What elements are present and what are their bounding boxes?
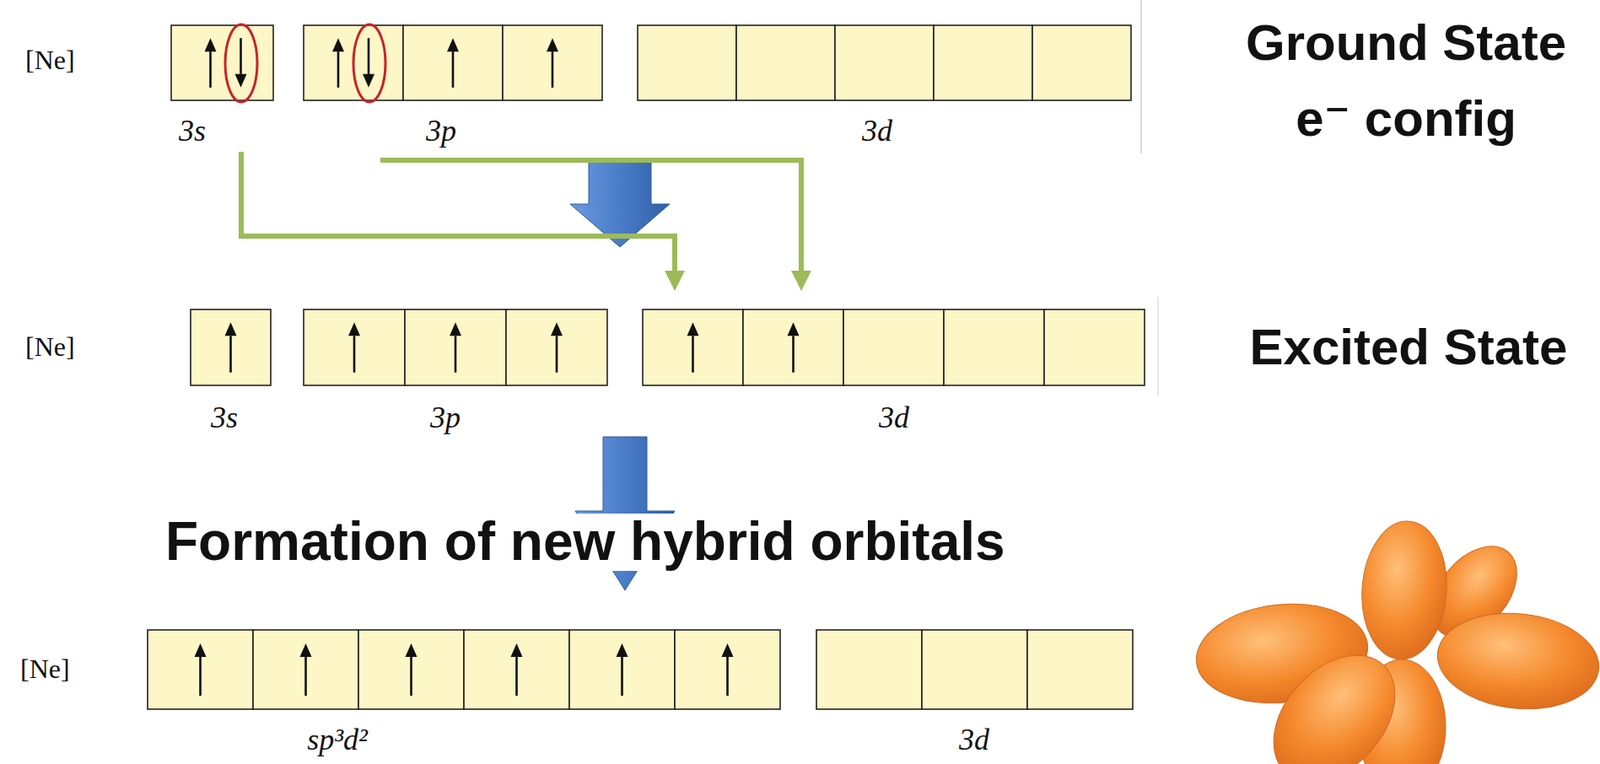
orbital-box <box>403 25 503 101</box>
subshell-label: 3s <box>178 115 206 148</box>
electron-arrow <box>337 51 340 88</box>
orbital-box <box>674 630 781 710</box>
electron-arrow <box>691 335 695 372</box>
electron-arrows <box>194 37 800 696</box>
electron-arrow <box>454 335 458 372</box>
orbital-box <box>736 25 836 101</box>
subshell-label: 3s <box>210 402 238 435</box>
electron-arrowhead <box>787 322 800 336</box>
orbital-box <box>463 630 570 710</box>
electron-arrowhead <box>332 37 345 52</box>
highlight-circle <box>353 24 386 103</box>
step-heading: Formation of new hybrid orbitals <box>165 513 1006 571</box>
electron-arrowhead <box>362 74 375 88</box>
electron-arrow <box>209 51 212 88</box>
orbital-box <box>642 309 744 386</box>
electron-arrow <box>367 37 371 75</box>
sp3d2-orbital-shape <box>1190 518 1600 764</box>
orbital-box <box>1027 630 1133 710</box>
electron-arrowhead <box>348 322 361 336</box>
orbital-box <box>943 309 1045 386</box>
electron-arrow <box>515 657 518 696</box>
electron-arrow <box>726 657 729 696</box>
promotion-arrowhead <box>791 270 812 291</box>
core-config: [Ne] <box>25 333 76 362</box>
divider-line <box>1140 0 1143 154</box>
electron-arrow <box>551 51 555 88</box>
electron-arrowhead <box>235 74 248 88</box>
subshell-label: 3d <box>958 724 990 757</box>
electron-arrow <box>620 657 624 696</box>
orbital-box <box>253 630 359 710</box>
orbital-box <box>743 309 844 386</box>
orbital-box <box>921 630 1028 710</box>
promotion-line <box>241 151 675 272</box>
electron-arrow <box>239 37 243 75</box>
orbital-box <box>1032 25 1132 101</box>
electron-arrowhead <box>687 322 700 336</box>
core-config: [Ne] <box>20 655 71 685</box>
electron-arrow <box>229 335 232 372</box>
orbital-box <box>637 25 737 101</box>
orbital-boxes <box>147 25 1145 710</box>
electron-arrowhead <box>449 322 462 336</box>
state-heading: Excited State <box>1249 320 1568 374</box>
electron-arrow <box>199 657 202 696</box>
subshell-label: 3d <box>861 115 893 148</box>
electron-arrow <box>452 51 455 88</box>
orbital-box <box>190 309 271 386</box>
electron-arrowhead <box>616 643 629 658</box>
electron-arrow <box>555 335 559 372</box>
divider-line <box>1157 296 1159 397</box>
orbital-box <box>506 309 608 386</box>
state-heading: Ground State e⁻ config <box>1228 5 1584 157</box>
highlight-circle <box>225 24 258 103</box>
orbital-box <box>1044 309 1145 386</box>
orbital-box <box>404 309 507 386</box>
orbital-box <box>835 25 934 101</box>
promotion-line <box>380 160 802 272</box>
promotion-arrowhead <box>664 270 685 291</box>
orbital-box <box>502 25 603 101</box>
orbital-box <box>933 25 1033 101</box>
electron-arrow <box>791 335 795 372</box>
electron-arrowhead <box>225 322 238 336</box>
electron-arrow <box>353 335 356 372</box>
orbital-box <box>358 630 464 710</box>
electron-arrowhead <box>721 643 734 658</box>
electron-arrowhead <box>194 643 207 658</box>
subshell-label: 3p <box>425 115 457 148</box>
orbital-box <box>569 630 675 710</box>
subshell-label: 3d <box>878 402 910 435</box>
orbital-lobe <box>1432 605 1600 717</box>
electron-arrowhead <box>511 643 523 658</box>
electron-arrow <box>409 657 413 696</box>
electron-arrowhead <box>550 322 563 336</box>
electron-arrowhead <box>405 643 418 658</box>
electron-arrowhead <box>546 37 559 52</box>
subshell-label: 3p <box>430 402 461 435</box>
orbital-lobe <box>1249 631 1419 764</box>
orbital-box <box>843 309 944 386</box>
orbital-lobe <box>1357 518 1451 663</box>
core-config: [Ne] <box>25 46 76 76</box>
orbital-box <box>147 630 254 710</box>
electron-arrowhead <box>204 37 217 52</box>
electron-arrowhead <box>300 643 313 658</box>
electron-arrow <box>304 657 308 696</box>
orbital-box <box>303 309 405 386</box>
electron-arrowhead <box>447 37 459 52</box>
orbital-box <box>816 630 922 710</box>
hybrid-label: sp³d² <box>307 724 368 757</box>
